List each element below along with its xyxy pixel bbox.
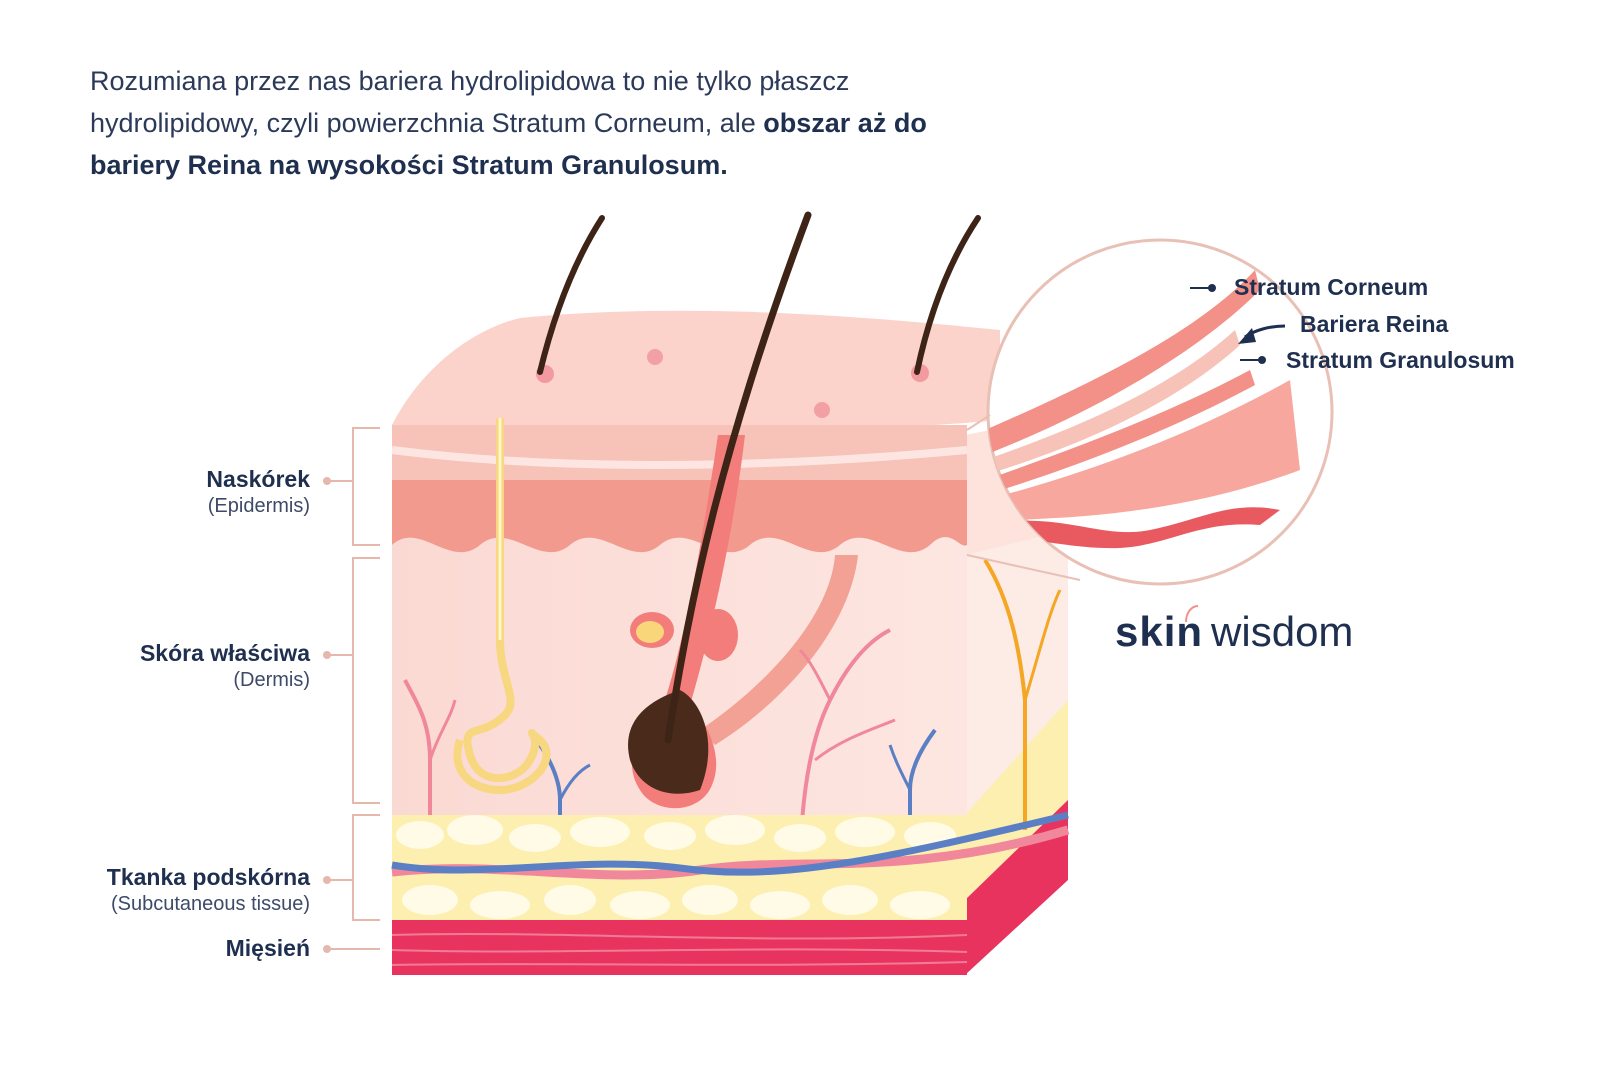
layer-label-dermis: Skóra właściwa (Dermis) [140,640,310,692]
arrow-icon [1238,324,1286,344]
vein-main [391,811,1069,876]
muscle-layer [391,920,968,975]
label-stratum-granulosum: Stratum Granulosum [1286,347,1515,373]
bracket-dot [323,477,331,485]
pore-dot [647,349,663,365]
pore-dot [814,402,830,418]
hair-left [537,215,605,375]
zoom-connector [966,554,1081,581]
layer-latin: (Dermis) [233,669,310,691]
layer-label-muscle: Mięsień [226,935,310,962]
label-bariera-reina: Bariera Reina [1300,311,1449,337]
logo-part-skin: skin [1115,608,1204,655]
layer-name: Tkanka podskórna [106,864,310,890]
logo-part-wisdom: wisdom [1211,608,1354,655]
layer-label-epidermis: Naskórek (Epidermis) [206,466,310,518]
bracket-dot [323,945,331,953]
layer-label-subcutaneous: Tkanka podskórna (Subcutaneous tissue) [107,864,310,916]
hair-shaft [664,211,812,744]
epidermis-layer [391,425,968,555]
zoom-circle [986,238,1334,586]
intro-text-bold: obszar aż do bariery Reina na wysokości … [90,108,927,180]
sweat-gland [453,418,551,795]
layer-name: Skóra właściwa [139,640,310,666]
hair-follicle [628,211,812,809]
layer-name: Mięsień [225,935,310,961]
zoom-connector [966,414,991,431]
logo-mark [1185,605,1199,623]
pointer-dot-stratum-granulosum [1258,356,1266,364]
layer-latin: (Epidermis) [207,495,310,517]
pointer-dot-stratum-corneum [1208,284,1216,292]
label-stratum-corneum: Stratum Corneum [1234,274,1429,300]
layer-name: Naskórek [206,466,310,492]
layer-brackets [327,427,380,950]
layer-latin: (Subcutaneous tissue) [110,893,310,915]
hair-right [914,215,981,375]
skin-surface [392,310,1000,435]
bracket-dot [323,876,331,884]
bracket-dot [323,651,331,659]
intro-text: Rozumiana przez nas bariera hydrolipidow… [90,66,850,138]
subcutaneous-layer [391,811,1070,920]
intro-paragraph: Rozumiana przez nas bariera hydrolipidow… [90,60,990,186]
arrector-pili-muscle [700,555,858,745]
